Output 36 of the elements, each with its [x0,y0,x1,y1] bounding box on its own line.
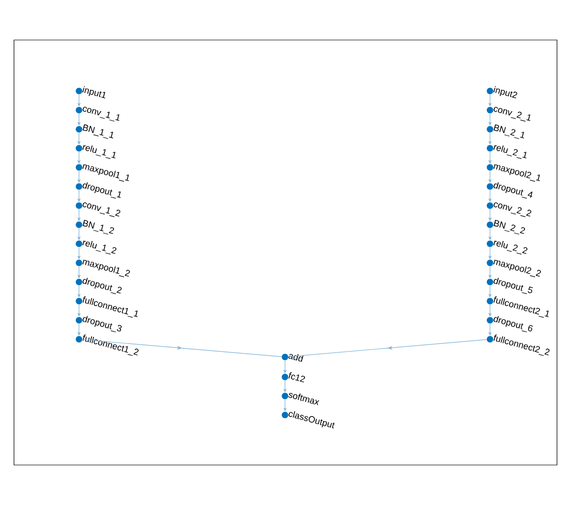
arrow [288,339,487,357]
node-label: relu_1_2 [82,240,116,254]
layer-node: conv_2_1 [486,106,530,122]
layer-node: relu_1_1 [76,145,116,159]
node-label: relu_2_1 [493,145,526,159]
layer-node: add [282,354,304,362]
layer-node: BN_1_2 [76,220,114,234]
layer-node: fc12 [282,372,305,382]
node-label: relu_1_1 [82,145,116,159]
layer-node: conv_1_1 [76,106,120,122]
layer-node: relu_2_2 [486,240,528,254]
node-label: softmax [288,392,320,406]
layer-node: relu_1_2 [76,240,116,254]
node-label: fc12 [288,372,305,382]
layer-node: relu_2_1 [486,145,526,159]
node-label: input1 [82,86,106,98]
layer-node: BN_2_1 [486,124,524,139]
node-label: add [288,354,304,362]
layer-node: input1 [76,86,106,98]
node-label: BN_1_1 [82,124,114,139]
layer-node: BN_1_1 [76,124,114,139]
node-label: relu_2_2 [493,240,528,254]
node-label: BN_2_1 [494,124,524,139]
node-label: conv_2_1 [494,106,530,122]
node-label: conv_1_2 [82,202,120,218]
layer-node: input2 [486,86,518,98]
node-label: conv_2_2 [494,202,532,218]
layer-node: conv_2_2 [486,202,532,218]
layer-node: conv_1_2 [76,202,120,218]
node-label: BN_2_2 [494,220,526,234]
node-label: BN_1_2 [82,220,114,234]
layer-node: BN_2_2 [486,220,526,234]
node-label: conv_1_1 [82,106,120,122]
arrow [82,339,282,357]
node-label: input2 [493,86,518,98]
layer-node: softmax [282,392,320,406]
